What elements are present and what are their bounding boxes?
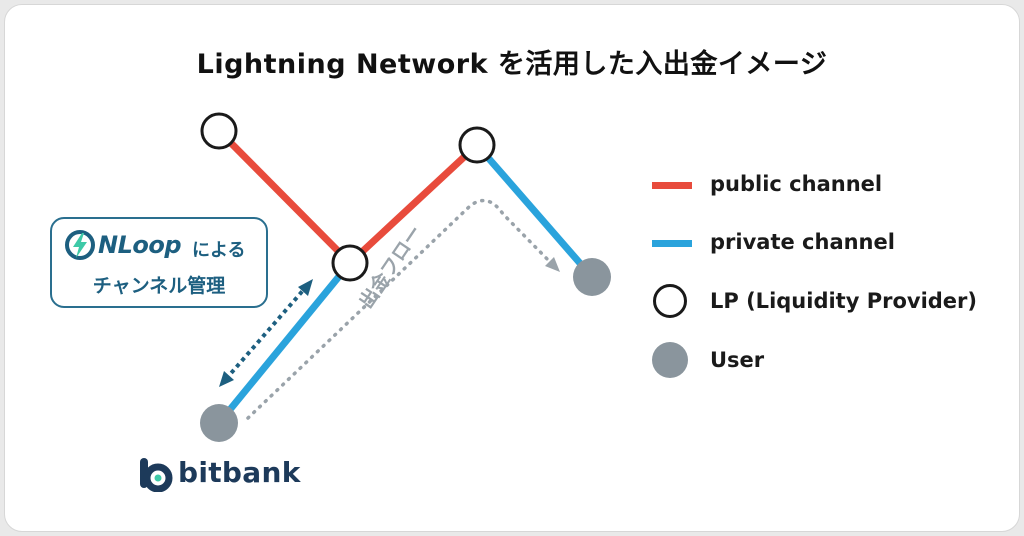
bitbank-wordmark: bitbank [178,456,301,489]
legend-label: private channel [710,230,895,254]
legend-label: LP (Liquidity Provider) [710,289,978,313]
nloop-arrowhead-bottom [219,371,234,387]
nloop-arrowhead-top [298,279,313,296]
nloop-callout: NLoop による チャンネル管理 [50,217,268,308]
legend-item-public: public channel [652,166,1012,206]
legend-item-user: User [652,342,1012,382]
nloop-brand: NLoop [98,231,182,259]
withdrawal-flow-arrowhead [545,257,560,272]
nloop-logo-icon [65,230,95,260]
withdrawal-flow-arrow [246,198,555,420]
legend-label: public channel [710,172,883,196]
diagram-title: Lightning Network を活用した入出金イメージ [196,49,828,80]
user-node-right [573,258,611,296]
lp-node-top-left [200,112,238,150]
legend-label: User [710,348,765,372]
nloop-subtitle: チャンネル管理 [92,275,226,297]
public-channel-swatch [652,182,692,189]
user-node-swatch [652,342,688,378]
public-channel-top-left [216,128,353,266]
private-channel-bitbank [216,260,353,426]
private-channel-user [474,142,595,280]
lp-node-center [331,244,369,282]
legend-item-lp: LP (Liquidity Provider) [652,283,1012,323]
user-node-bitbank [200,404,238,442]
lp-node-swatch [653,284,687,318]
nloop-suffix: による [192,240,246,261]
bitbank-logo-icon [140,458,173,492]
public-channel-middle [347,142,480,266]
legend-item-private: private channel [652,224,1012,264]
lp-node-top-right [458,126,496,164]
private-channel-swatch [652,240,692,247]
